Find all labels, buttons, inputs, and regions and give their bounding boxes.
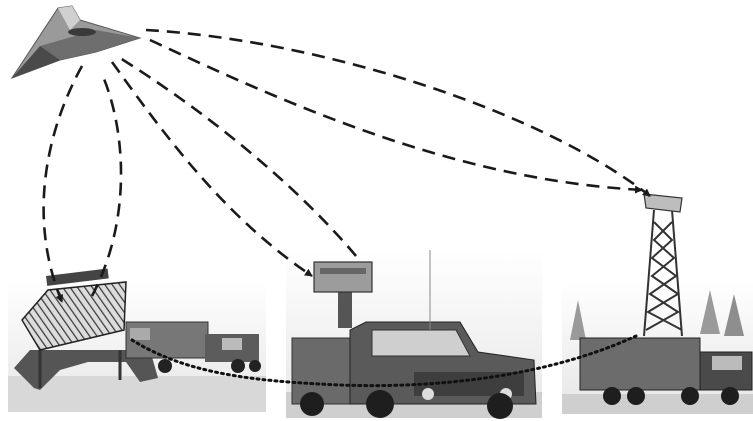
link-aircraft-to-right-radar-upper [146, 30, 650, 196]
mobile-radar-vehicle-icon [286, 250, 542, 419]
stealth-aircraft-icon [12, 6, 140, 78]
tower-mast-radar-truck-icon [562, 194, 753, 414]
link-aircraft-to-left-radar [44, 66, 82, 302]
link-aircraft-to-middle-radar [112, 62, 312, 276]
link-middle-radar-to-aircraft [120, 58, 356, 256]
phased-array-radar-truck-icon [8, 268, 266, 412]
link-aircraft-to-right-radar-lower [150, 40, 642, 190]
link-left-radar-to-aircraft [92, 74, 121, 296]
